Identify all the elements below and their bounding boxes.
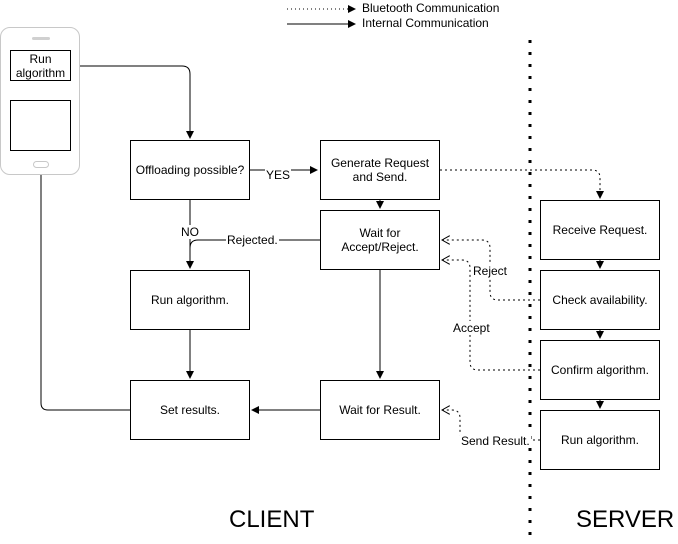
- phone-side-button: [0, 58, 1, 80]
- confirm-algorithm-box: Confirm algorithm.: [540, 340, 660, 400]
- edge-send-request: [440, 169, 604, 199]
- edge-send-result: [442, 410, 540, 441]
- receive-request-box: Receive Request.: [540, 200, 660, 260]
- client-run-algorithm-box: Run algorithm.: [130, 270, 250, 330]
- phone-speaker: [32, 37, 50, 40]
- server-run-algorithm-label: Run algorithm.: [560, 433, 640, 447]
- edge-label-accept: Accept: [452, 321, 491, 335]
- edge-phone-to-offloading: [71, 65, 194, 139]
- phone-run-algorithm-label: Run algorithm: [15, 51, 66, 80]
- receive-request-label: Receive Request.: [552, 223, 648, 237]
- generate-request-box: Generate Request and Send.: [320, 140, 440, 200]
- wait-accept-reject-label: Wait for Accept/Reject.: [341, 226, 419, 254]
- edge-label-send-result: Send Result.: [460, 434, 531, 448]
- phone-screen-panel: [10, 100, 71, 151]
- generate-request-label: Generate Request and Send.: [330, 156, 430, 184]
- phone-home-button: [33, 161, 49, 168]
- set-results-label: Set results.: [159, 403, 221, 417]
- edge-rejected: [189, 239, 320, 249]
- check-availability-box: Check availability.: [540, 270, 660, 330]
- wait-for-result-box: Wait for Result.: [320, 380, 440, 440]
- offloading-possible-label: Offloading possible?: [135, 163, 245, 177]
- legend-internal-label: Internal Communication: [362, 16, 489, 30]
- client-title: CLIENT: [229, 506, 315, 533]
- wait-for-result-label: Wait for Result.: [339, 403, 421, 417]
- wait-accept-reject-box: Wait for Accept/Reject.: [320, 210, 440, 270]
- edge-set-to-phone: [37, 151, 130, 411]
- edge-label-yes: YES: [265, 168, 292, 182]
- server-run-algorithm-box: Run algorithm.: [540, 410, 660, 470]
- edge-label-reject: Reject: [472, 264, 509, 278]
- phone-run-algorithm: Run algorithm: [10, 50, 71, 81]
- offloading-possible-box: Offloading possible?: [130, 140, 250, 200]
- edge-label-no: NO: [180, 225, 200, 239]
- legend-bluetooth-label: Bluetooth Communication: [362, 1, 500, 15]
- set-results-box: Set results.: [130, 380, 250, 440]
- check-availability-label: Check availability.: [552, 293, 648, 307]
- confirm-algorithm-label: Confirm algorithm.: [550, 363, 650, 377]
- edge-label-rejected: Rejected.: [226, 233, 279, 247]
- client-run-algorithm-label: Run algorithm.: [150, 293, 230, 307]
- edge-accept: [442, 260, 540, 371]
- server-title: SERVER: [576, 506, 675, 533]
